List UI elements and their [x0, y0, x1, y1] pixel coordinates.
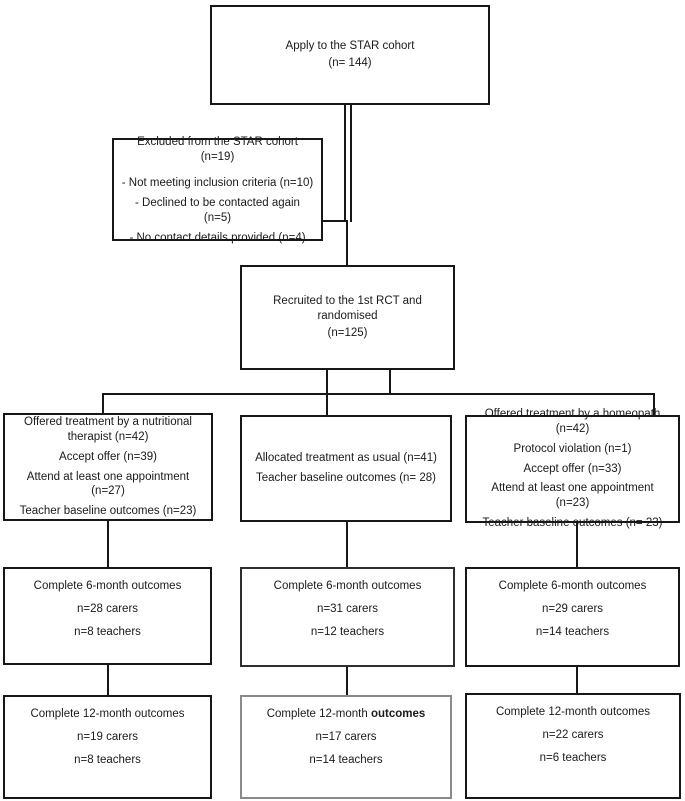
arm-line: Offered treatment by a nutritional thera… — [24, 415, 192, 443]
connector-apply-down-line-1 — [344, 105, 346, 222]
connector-drop-mid-arm — [326, 393, 328, 415]
arm-line: Attend at least one appointment (n=27) — [26, 470, 190, 498]
node-12month-left: Complete 12-month outcomes n=19 carers n… — [3, 695, 212, 799]
node-title: Complete 12-month outcomes — [30, 708, 185, 720]
connector-drop-right-arm — [653, 393, 655, 415]
node-title-prefix: Complete 12-month — [266, 708, 371, 720]
connector-drop-left-arm — [102, 393, 104, 413]
teachers-count: n=6 teachers — [539, 751, 607, 764]
connector-right-6month-to-12month — [576, 667, 578, 693]
arm-line: Teacher baseline outcomes (n= 23) — [482, 517, 663, 530]
connector-right-arm-to-6month — [576, 523, 578, 567]
node-arm-homeopath: Offered treatment by a homeopath (n=42) … — [465, 408, 680, 529]
carers-count: n=17 carers — [315, 730, 377, 743]
node-6month-right: Complete 6-month outcomes n=29 carers n=… — [465, 567, 680, 667]
excluded-reason: - Not meeting inclusion criteria (n=10) — [121, 177, 314, 190]
node-title: Complete 12-month outcomes — [495, 706, 651, 718]
node-apply-star-cohort: Apply to the STAR cohort (n= 144) — [210, 5, 490, 105]
connector-to-recruited — [346, 220, 348, 265]
arm-line: Allocated treatment as usual (n=41) — [255, 452, 437, 465]
arm-line: Attend at least one appointment (n=23) — [491, 482, 654, 510]
node-count: (n= 144) — [328, 57, 372, 69]
connector-mid-6month-to-12month — [346, 667, 348, 695]
excluded-reason: - Declined to be contacted again (n=5) — [135, 197, 300, 224]
arm-line: Accept offer (n=33) — [523, 462, 622, 475]
teachers-count: n=8 teachers — [74, 753, 141, 766]
node-title: Complete 6-month outcomes — [273, 580, 422, 592]
carers-count: n=31 carers — [316, 602, 379, 615]
node-title: Complete 6-month outcomes — [33, 580, 182, 592]
node-title-bold: outcomes — [370, 708, 426, 720]
connector-left-6month-to-12month — [107, 665, 109, 695]
arm-line: Teacher baseline outcomes (n=23) — [19, 505, 197, 518]
teachers-count: n=12 teachers — [310, 625, 385, 638]
node-title: Complete 12-month outcomes — [267, 707, 426, 722]
node-title: Excluded from the STAR cohort (n=19) — [137, 135, 298, 163]
node-label: Apply to the STAR cohort — [285, 40, 415, 53]
teachers-count: n=8 teachers — [74, 625, 141, 638]
carers-count: n=22 carers — [542, 728, 604, 741]
connector-recruited-stub-right — [389, 370, 391, 395]
connector-apply-down-line-2 — [350, 105, 352, 222]
connector-recruited-stub-left — [326, 370, 328, 395]
carers-count: n=28 carers — [76, 602, 139, 615]
connector-excluded-horizontal — [323, 220, 346, 222]
node-excluded-star-cohort: Excluded from the STAR cohort (n=19) - N… — [112, 135, 323, 244]
node-label: Recruited to the 1st RCT and randomised — [273, 295, 422, 323]
node-recruited-randomised: Recruited to the 1st RCT and randomised … — [240, 265, 455, 370]
connector-distributor-horizontal — [102, 393, 655, 395]
arm-line: Offered treatment by a homeopath (n=42) — [484, 407, 661, 435]
node-12month-mid: Complete 12-month outcomes n=17 carers n… — [240, 695, 452, 799]
connector-mid-arm-to-6month — [346, 522, 348, 567]
node-count: (n=125) — [327, 326, 368, 339]
carers-count: n=19 carers — [76, 730, 139, 743]
node-arm-nutritional-therapist: Offered treatment by a nutritional thera… — [3, 413, 213, 521]
node-6month-left: Complete 6-month outcomes n=28 carers n=… — [3, 567, 212, 665]
teachers-count: n=14 teachers — [535, 625, 610, 638]
arm-line: Accept offer (n=39) — [59, 450, 157, 463]
connector-left-arm-to-6month — [107, 521, 109, 567]
teachers-count: n=14 teachers — [309, 753, 383, 766]
excluded-reason: - No contact details provided (n=4) — [129, 231, 306, 244]
node-title: Complete 6-month outcomes — [498, 580, 647, 592]
carers-count: n=29 carers — [541, 602, 604, 615]
node-6month-mid: Complete 6-month outcomes n=31 carers n=… — [240, 567, 455, 667]
arm-line: Protocol violation (n=1) — [513, 442, 632, 455]
node-12month-right: Complete 12-month outcomes n=22 carers n… — [465, 693, 681, 799]
arm-line: Teacher baseline outcomes (n= 28) — [256, 472, 436, 484]
node-arm-treatment-as-usual: Allocated treatment as usual (n=41) Teac… — [240, 415, 452, 522]
